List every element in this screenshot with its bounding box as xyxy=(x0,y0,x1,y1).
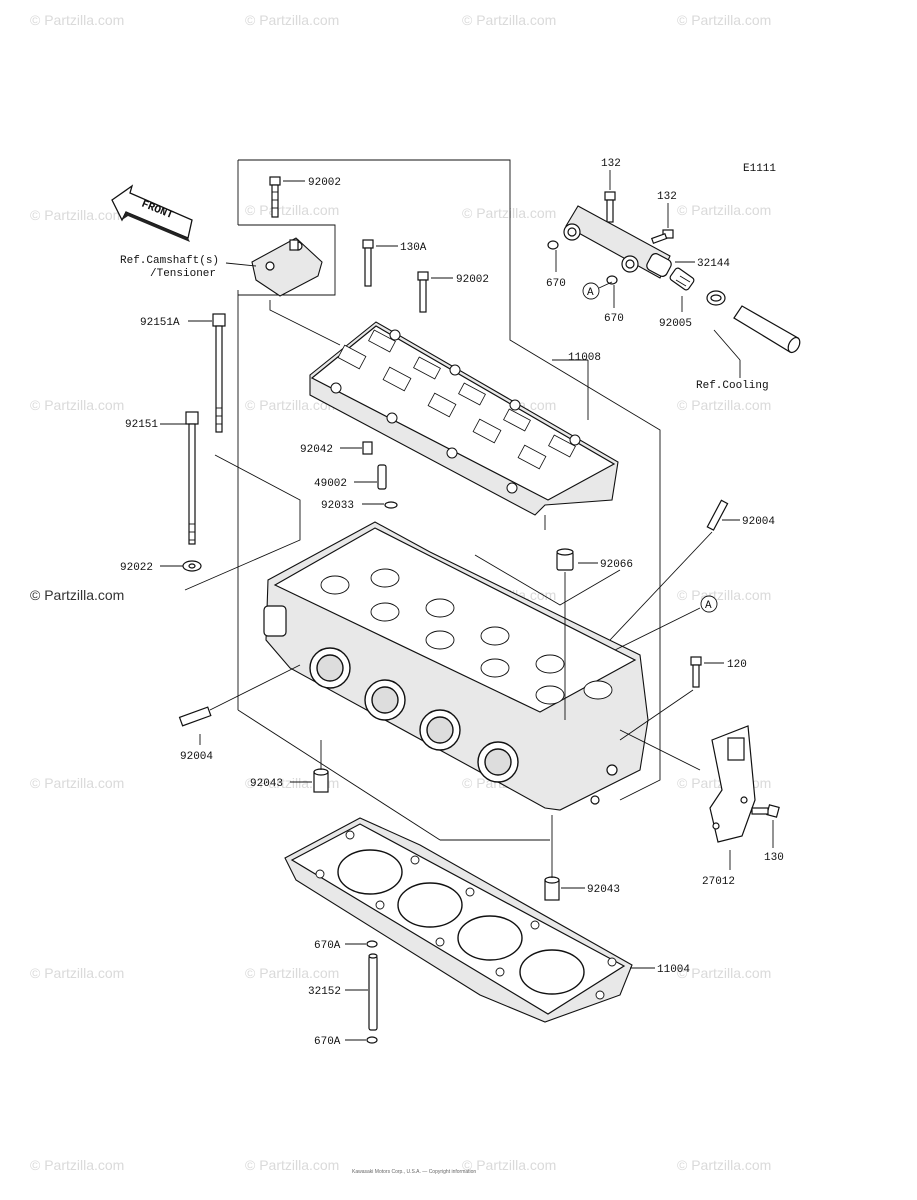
label-130: 130 xyxy=(764,852,784,864)
cooling-hose xyxy=(713,305,801,378)
label-92002-mid: 92002 xyxy=(456,274,489,286)
diagram-id: E1111 xyxy=(743,163,776,175)
bolt-132-a xyxy=(604,170,616,223)
watermark: © Partzilla.com xyxy=(30,965,124,981)
label-670A-bottom: 670A xyxy=(314,1036,341,1048)
label-92151A: 92151A xyxy=(140,317,180,329)
o-ring-92033 xyxy=(362,501,398,509)
watermark: © Partzilla.com xyxy=(677,397,771,413)
pipe-32152 xyxy=(345,953,378,1031)
hose-clamp xyxy=(706,290,726,306)
head-gasket-11004 xyxy=(284,817,655,1023)
stud-92004-left xyxy=(178,664,301,745)
label-92004-left: 92004 xyxy=(180,751,213,763)
watermark: © Partzilla.com xyxy=(462,12,556,28)
label-92002-top: 92002 xyxy=(308,177,341,189)
label-49002: 49002 xyxy=(314,478,347,490)
bolt-130A xyxy=(362,239,398,287)
dowel-92043-left xyxy=(290,740,329,793)
watermark: © Partzilla.com xyxy=(245,965,339,981)
copyright-line: Kawasaki Motors Corp., U.S.A. — Copyrigh… xyxy=(352,1169,476,1175)
label-132-a: 132 xyxy=(601,158,621,170)
bolt-92151 xyxy=(160,411,199,545)
label-92043-left: 92043 xyxy=(250,778,283,790)
watermark: © Partzilla.com xyxy=(245,1157,339,1173)
label-120: 120 xyxy=(727,659,747,671)
assembly-outline xyxy=(184,159,661,841)
label-92005: 92005 xyxy=(659,318,692,330)
watermark: © Partzilla.com xyxy=(245,12,339,28)
stud-92004-right xyxy=(609,499,740,641)
o-ring-670A-bottom xyxy=(345,1036,378,1044)
label-130A: 130A xyxy=(400,242,427,254)
front-arrow-icon: FRONT xyxy=(111,184,193,242)
watermark: © Partzilla.com xyxy=(30,397,124,413)
o-ring-670-b xyxy=(606,275,618,308)
oil-jet-49002 xyxy=(354,464,387,490)
label-32144: 32144 xyxy=(697,258,730,270)
bolt-130 xyxy=(751,804,780,848)
watermark-main: © Partzilla.com xyxy=(30,587,124,603)
label-92066: 92066 xyxy=(600,559,633,571)
watermark: © Partzilla.com xyxy=(30,12,124,28)
watermark: © Partzilla.com xyxy=(245,202,339,218)
watermark: © Partzilla.com xyxy=(30,1157,124,1173)
bolt-132-b xyxy=(650,203,674,244)
ref-camshaft-line2: /Tensioner xyxy=(150,268,216,280)
label-670A-top: 670A xyxy=(314,940,341,952)
bolt-92151A xyxy=(188,313,226,433)
label-92043-right: 92043 xyxy=(587,884,620,896)
washer-92022 xyxy=(160,560,202,572)
label-11008: 11008 xyxy=(568,352,601,364)
collar-92066 xyxy=(556,548,598,720)
dowel-92042 xyxy=(340,441,373,455)
label-92022: 92022 xyxy=(120,562,153,574)
label-27012: 27012 xyxy=(702,876,735,888)
tensioner-bracket xyxy=(251,237,323,297)
marker-a-pipe: A xyxy=(582,281,613,300)
label-132-b: 132 xyxy=(657,191,677,203)
label-92151: 92151 xyxy=(125,419,158,431)
ref-cooling: Ref.Cooling xyxy=(696,380,769,392)
bolt-92002-mid xyxy=(417,271,453,313)
watermark: © Partzilla.com xyxy=(677,1157,771,1173)
o-ring-670-a xyxy=(547,240,559,272)
marker-a-label: A xyxy=(705,600,712,612)
watermark: © Partzilla.com xyxy=(30,207,124,223)
watermark: © Partzilla.com xyxy=(462,205,556,221)
label-32152: 32152 xyxy=(308,986,341,998)
marker-a-label: A xyxy=(587,287,594,299)
water-pipe-32144 xyxy=(563,205,695,279)
watermark: © Partzilla.com xyxy=(677,965,771,981)
bracket-27012 xyxy=(619,725,756,870)
watermark: © Partzilla.com xyxy=(677,202,771,218)
camshaft-holder-11008 xyxy=(309,321,619,516)
bolt-120 xyxy=(619,656,724,741)
label-11004: 11004 xyxy=(657,964,690,976)
label-92042: 92042 xyxy=(300,444,333,456)
marker-a-body: A xyxy=(614,595,718,651)
ref-camshaft-line1: Ref.Camshaft(s) xyxy=(120,255,219,267)
label-670-a: 670 xyxy=(546,278,566,290)
bolt-92002-top xyxy=(269,176,305,218)
o-ring-670A-top xyxy=(345,940,378,948)
watermark: © Partzilla.com xyxy=(30,775,124,791)
dowel-92043-right xyxy=(544,815,585,901)
label-670-b: 670 xyxy=(604,313,624,325)
fitting-92005 xyxy=(669,267,695,312)
watermark: © Partzilla.com xyxy=(677,587,771,603)
label-92004-right: 92004 xyxy=(742,516,775,528)
watermark: © Partzilla.com xyxy=(245,397,339,413)
label-92033: 92033 xyxy=(321,500,354,512)
cylinder-head xyxy=(263,521,649,811)
watermark: © Partzilla.com xyxy=(462,1157,556,1173)
watermark: © Partzilla.com xyxy=(677,12,771,28)
